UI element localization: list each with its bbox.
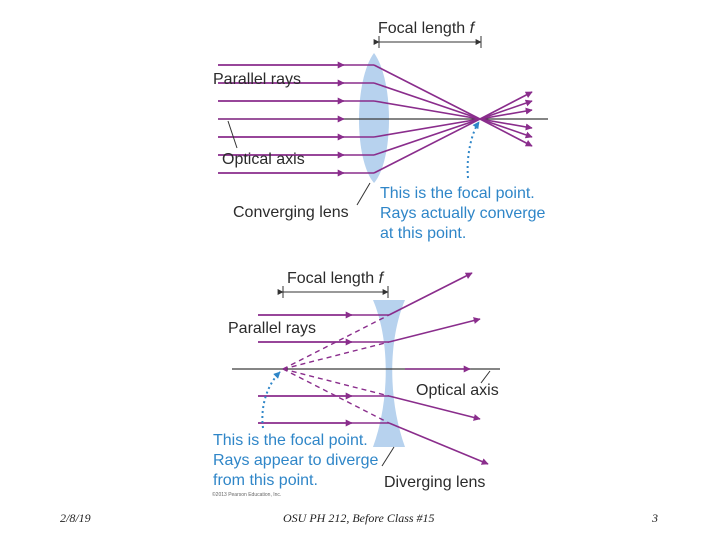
bottom-optical-axis-label: Optical axis	[416, 382, 499, 399]
bottom-focal-note-line-1: This is the focal point.	[213, 432, 368, 449]
footer-page-number: 3	[652, 511, 658, 525]
diverging-lens-shape	[373, 300, 405, 447]
bottom-lens-leader	[381, 446, 395, 467]
bottom-incoming-rays	[258, 311, 471, 427]
top-focal-note-line-1: This is the focal point.	[380, 185, 535, 202]
bottom-focal-note-line-2: Rays appear to diverge	[213, 452, 379, 469]
top-optical-axis-leader	[227, 120, 238, 149]
bottom-parallel-rays-label: Parallel rays	[228, 320, 316, 337]
diverging-lens-diagram: Focal length f Parallel rays Optical axi…	[212, 270, 500, 498]
diverging-lens-label: Diverging lens	[384, 474, 485, 491]
bottom-diverging-rays	[388, 272, 489, 465]
bottom-focal-note-line-3: from this point.	[213, 472, 318, 489]
bottom-focal-pointer	[261, 371, 281, 429]
converging-lens-diagram: Focal length f Parallel rays Optical axi…	[213, 20, 548, 242]
converging-lens-label: Converging lens	[233, 204, 349, 221]
top-focal-length-label: Focal length f	[378, 20, 476, 37]
top-converging-rays	[373, 64, 533, 174]
top-focal-pointer	[466, 121, 480, 179]
top-incoming-rays	[218, 61, 374, 177]
copyright-notice: ©2013 Pearson Education, Inc.	[212, 491, 281, 498]
bottom-optical-axis-leader	[480, 370, 491, 384]
footer-course: OSU PH 212, Before Class #15	[283, 511, 435, 525]
bottom-focal-length-label: Focal length f	[287, 270, 385, 287]
top-focal-note-line-2: Rays actually converge	[380, 205, 546, 222]
footer-date: 2/8/19	[60, 511, 91, 525]
top-lens-leader	[356, 182, 371, 206]
top-optical-axis-label: Optical axis	[222, 151, 305, 168]
top-parallel-rays-label: Parallel rays	[213, 71, 301, 88]
bottom-virtual-rays	[282, 314, 390, 424]
top-focal-note-line-3: at this point.	[380, 225, 466, 242]
converging-lens-shape	[359, 53, 389, 183]
